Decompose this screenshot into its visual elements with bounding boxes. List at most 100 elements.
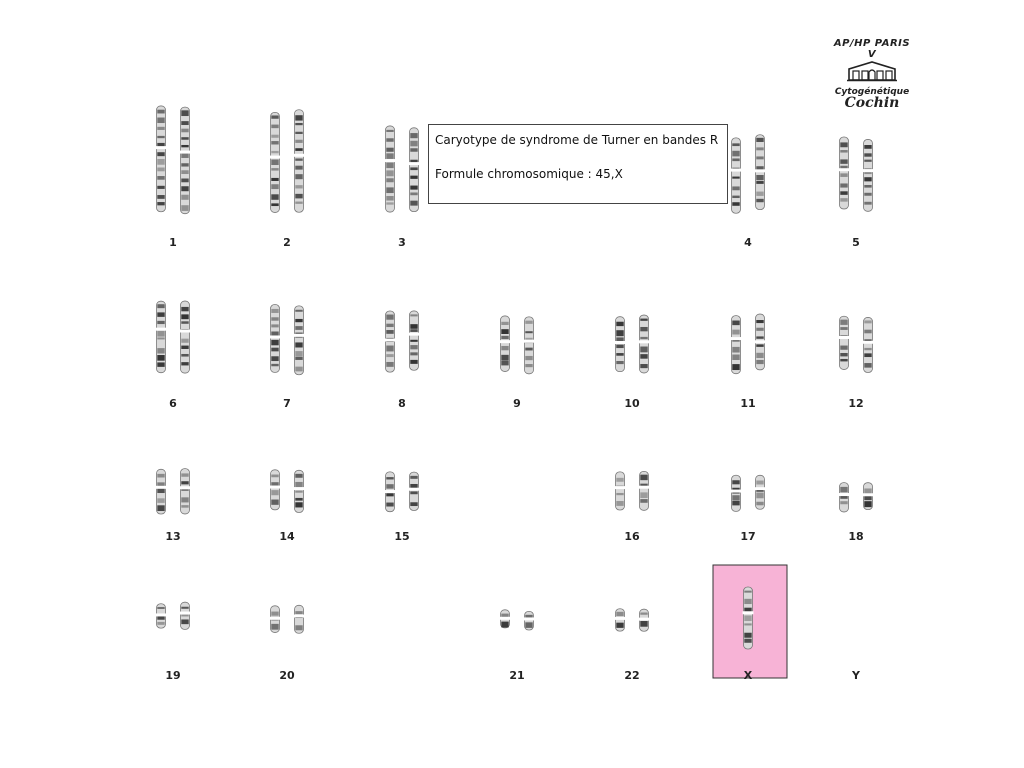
chromosome-label-11: 11 xyxy=(740,397,755,410)
chromosome-8-a xyxy=(384,310,396,373)
karyotype-title: Caryotype de syndrome de Turner en bande… xyxy=(435,133,719,147)
chromosome-pair-7 xyxy=(269,304,305,376)
chromosome-pair-9 xyxy=(499,315,535,375)
chromosome-2-b xyxy=(293,109,305,213)
chromosome-pair-17 xyxy=(730,474,766,512)
chromosome-22-b xyxy=(638,608,650,632)
chromosome-label-19: 19 xyxy=(165,669,180,682)
chromosome-16-b xyxy=(638,470,650,511)
chromosome-1-b xyxy=(179,106,191,215)
logo-name: Cochin xyxy=(844,95,900,111)
chromosome-18-b xyxy=(862,482,874,511)
chromosome-label-14: 14 xyxy=(279,530,295,543)
chromosome-2-a xyxy=(269,111,281,213)
chromosome-pair-X xyxy=(742,586,754,650)
chromosome-pair-15 xyxy=(384,471,420,513)
chromosome-pair-13 xyxy=(155,468,191,515)
chromosome-label-21: 21 xyxy=(509,669,524,682)
chromosome-15-a xyxy=(384,471,396,513)
chromosome-5-b xyxy=(862,139,874,212)
chromosome-label-22: 22 xyxy=(624,669,639,682)
chromosome-pair-12 xyxy=(838,315,874,373)
chromosome-20-a xyxy=(269,605,281,633)
chromosome-label-2: 2 xyxy=(283,236,291,249)
chromosome-label-1: 1 xyxy=(169,236,177,249)
building-icon xyxy=(847,61,897,82)
cochin-logo: AP/HP PARIS V Cytogénétique Cochin xyxy=(832,38,912,111)
chromosome-label-8: 8 xyxy=(398,397,406,410)
chromosome-label-4: 4 xyxy=(744,236,752,249)
chromosome-label-17: 17 xyxy=(740,530,755,543)
chromosome-8-b xyxy=(408,310,420,371)
chromosome-pair-8 xyxy=(384,310,420,373)
chromosome-13-b xyxy=(179,468,191,515)
logo-top-text: AP/HP PARIS V xyxy=(833,38,911,60)
chromosome-9-b xyxy=(523,316,535,375)
logo-sub-text: Cytogénétique xyxy=(834,87,910,97)
chromosome-label-15: 15 xyxy=(394,530,409,543)
chromosome-20-b xyxy=(293,604,305,634)
chromosome-label-9: 9 xyxy=(513,397,521,410)
chromosome-X xyxy=(742,586,754,650)
chromosome-6-a xyxy=(155,300,167,374)
chromosome-label-7: 7 xyxy=(283,397,291,410)
chromosome-12-b xyxy=(862,317,874,373)
chromosome-17-b xyxy=(754,474,766,510)
chromosome-14-b xyxy=(293,469,305,513)
chromosome-21-a xyxy=(499,609,511,629)
chromosome-label-20: 20 xyxy=(279,669,295,682)
chromosome-10-b xyxy=(638,314,650,374)
chromosome-11-b xyxy=(754,313,766,371)
chromosome-22-a xyxy=(614,608,626,632)
chromosome-formula: Formule chromosomique : 45,X xyxy=(435,167,623,182)
chromosome-label-6: 6 xyxy=(169,397,177,410)
chromosome-19-a xyxy=(155,603,167,629)
chromosome-17-a xyxy=(730,474,742,512)
chromosome-16-a xyxy=(614,471,626,511)
chromosome-pair-2 xyxy=(269,109,305,213)
chromosome-1-a xyxy=(155,105,167,213)
chromosome-15-b xyxy=(408,471,420,511)
chromosome-pair-1 xyxy=(155,105,191,215)
chromosome-pair-20 xyxy=(269,604,305,634)
chromosome-pair-10 xyxy=(614,314,650,374)
chromosome-6-b xyxy=(179,300,191,374)
chromosome-pair-16 xyxy=(614,470,650,511)
chromosome-7-a xyxy=(269,304,281,373)
chromosome-pair-6 xyxy=(155,300,191,374)
chromosome-label-13: 13 xyxy=(165,530,180,543)
chromosome-3-b xyxy=(408,127,420,213)
chromosome-label-Y: Y xyxy=(851,669,861,682)
chromosome-4-b xyxy=(754,134,766,210)
chromosome-pair-4 xyxy=(730,134,766,214)
chromosome-pair-18 xyxy=(838,482,874,513)
chromosome-pair-14 xyxy=(269,469,305,513)
chromosome-pair-22 xyxy=(614,608,650,632)
chromosome-pair-21 xyxy=(499,609,535,631)
chromosome-label-X: X xyxy=(744,669,753,682)
chromosome-13-a xyxy=(155,468,167,515)
chromosome-19-b xyxy=(179,601,191,630)
chromosome-21-b xyxy=(523,610,535,631)
chromosome-label-18: 18 xyxy=(848,530,863,543)
chromosome-10-a xyxy=(614,316,626,373)
chromosome-9-a xyxy=(499,315,511,372)
chromosome-18-a xyxy=(838,482,850,513)
chromosome-label-5: 5 xyxy=(852,236,860,249)
chromosome-7-b xyxy=(293,305,305,376)
chromosome-pair-11 xyxy=(730,313,766,375)
chromosome-label-12: 12 xyxy=(848,397,863,410)
karyotype-title-box: Caryotype de syndrome de Turner en bande… xyxy=(428,124,728,204)
chromosome-label-10: 10 xyxy=(624,397,640,410)
chromosome-5-a xyxy=(838,136,850,210)
chromosome-4-a xyxy=(730,137,742,214)
chromosome-11-a xyxy=(730,315,742,375)
chromosome-pair-5 xyxy=(838,136,874,212)
chromosome-label-3: 3 xyxy=(398,236,406,249)
chromosome-pair-3 xyxy=(384,125,420,213)
chromosome-pair-19 xyxy=(155,601,191,630)
chromosome-label-16: 16 xyxy=(624,530,640,543)
chromosome-14-a xyxy=(269,469,281,511)
chromosome-3-a xyxy=(384,125,396,213)
